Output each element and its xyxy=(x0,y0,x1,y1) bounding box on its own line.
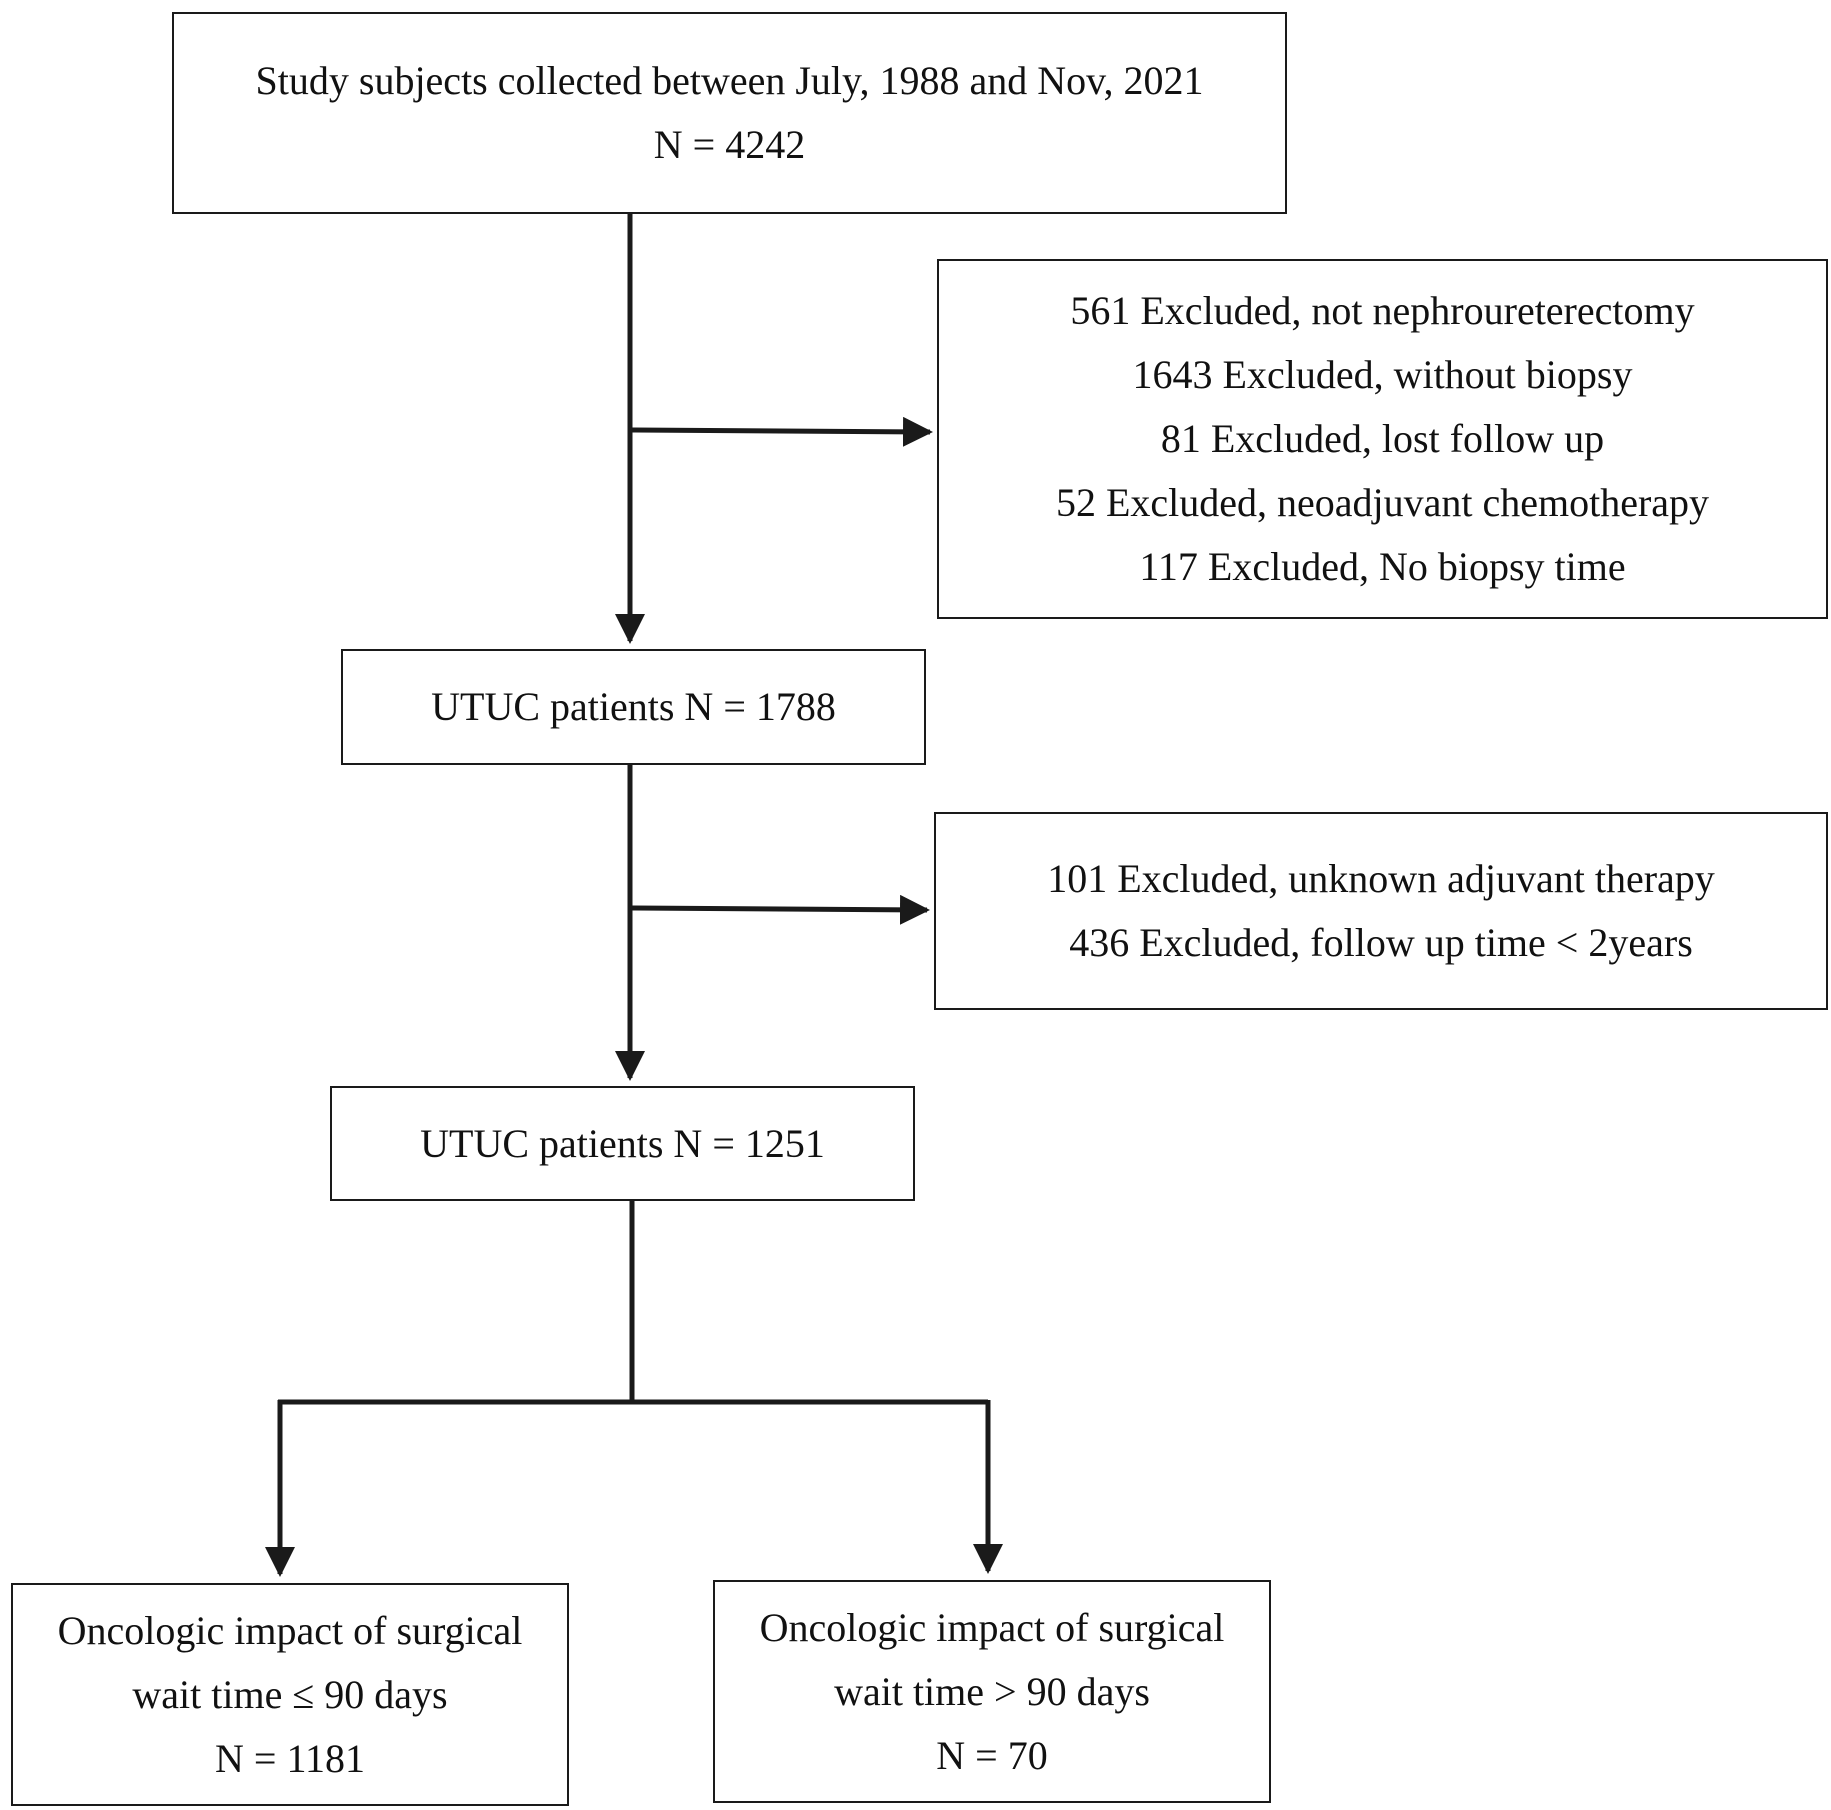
study-subjects-count: N = 4242 xyxy=(653,122,806,167)
arrow-to-exclusion2 xyxy=(629,894,930,925)
box-wait-time-long: Oncologic impact of surgical wait time >… xyxy=(713,1580,1271,1803)
exclusion-item: 1643 Excluded, without biopsy xyxy=(1132,352,1633,397)
exclusion-item: 436 Excluded, follow up time < 2years xyxy=(1069,920,1693,965)
group-count: N = 70 xyxy=(936,1732,1048,1778)
group-title: Oncologic impact of surgical xyxy=(57,1607,523,1653)
arrow-to-exclusion1 xyxy=(629,416,933,447)
group-count: N = 1181 xyxy=(215,1735,365,1781)
exclusion-item: 117 Excluded, No biopsy time xyxy=(1139,544,1626,589)
box-study-subjects: Study subjects collected between July, 1… xyxy=(172,12,1287,214)
cohort-label: UTUC patients N = 1788 xyxy=(431,684,836,729)
group-title: Oncologic impact of surgical xyxy=(759,1604,1225,1650)
box-wait-time-short: Oncologic impact of surgical wait time ≤… xyxy=(11,1583,569,1806)
box-utuc-patients-1788: UTUC patients N = 1788 xyxy=(341,649,926,765)
exclusion-item: 52 Excluded, neoadjuvant chemotherapy xyxy=(1055,480,1710,525)
study-subjects-text: Study subjects collected between July, 1… xyxy=(255,58,1204,103)
exclusion-item: 81 Excluded, lost follow up xyxy=(1160,416,1605,461)
exclusion-item: 101 Excluded, unknown adjuvant therapy xyxy=(1047,856,1715,901)
group-criterion: wait time ≤ 90 days xyxy=(132,1671,448,1717)
cohort-label: UTUC patients N = 1251 xyxy=(420,1120,825,1166)
box-exclusions-second: 101 Excluded, unknown adjuvant therapy 4… xyxy=(934,812,1828,1010)
box-utuc-patients-1251: UTUC patients N = 1251 xyxy=(330,1086,915,1201)
group-criterion: wait time > 90 days xyxy=(834,1668,1150,1714)
exclusion-item: 561 Excluded, not nephroureterectomy xyxy=(1070,288,1695,333)
box-exclusions-first: 561 Excluded, not nephroureterectomy 164… xyxy=(937,259,1828,619)
